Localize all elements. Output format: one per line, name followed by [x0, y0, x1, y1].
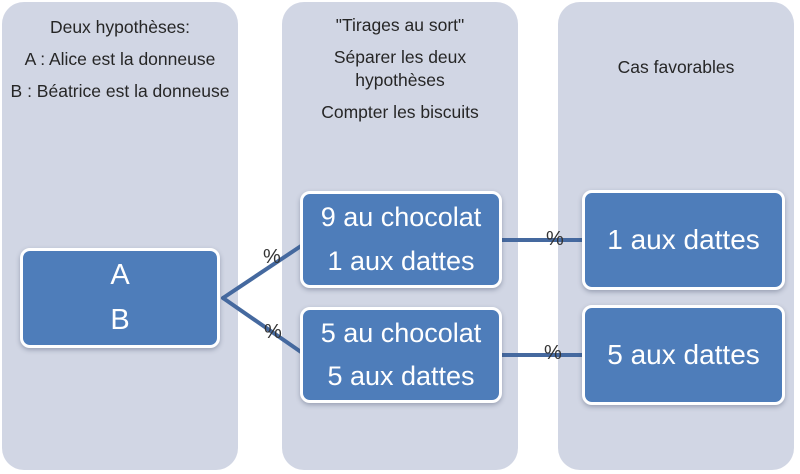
node-alice-chocolat: 9 au chocolat [320, 202, 482, 233]
node-beatrice-biscuits: 5 au chocolat 5 aux dattes [300, 307, 502, 403]
tirages-title: "Tirages au sort" [335, 15, 465, 35]
tirages-subtitle-compter: Compter les biscuits [321, 102, 479, 123]
node-beatrice-chocolat: 5 au chocolat [320, 318, 482, 348]
node-favorable-alice-label: 1 aux dattes [607, 224, 760, 255]
panel-hypotheses: Deux hypothèses: A : Alice est la donneu… [2, 2, 238, 470]
node-favorable-beatrice: 5 aux dattes [582, 305, 785, 405]
probability-label-a-favorable: % [546, 228, 564, 250]
probability-label-a-split: % [263, 246, 281, 268]
node-alice-dattes: 1 aux dattes [327, 245, 475, 276]
node-favorable-alice: 1 aux dattes [582, 190, 785, 290]
node-beatrice-dattes: 5 aux dattes [327, 361, 475, 391]
tirages-subtitle-separer: Séparer les deux hypothèses [333, 47, 467, 91]
node-ab-line-b: B [110, 304, 130, 336]
hypotheses-title: Deux hypothèses: [49, 17, 191, 37]
node-alice-biscuits: 9 au chocolat 1 aux dattes [300, 191, 502, 288]
probability-label-b-favorable: % [544, 342, 562, 364]
node-hypotheses-ab: A B [20, 248, 220, 348]
cas-favorables-title: Cas favorables [617, 57, 735, 77]
probability-label-b-split: % [264, 321, 282, 343]
node-favorable-beatrice-label: 5 aux dattes [607, 339, 760, 370]
connector-b-split-line [221, 296, 303, 354]
hypothesis-b-text: B : Béatrice est la donneuse [10, 81, 230, 102]
node-ab-line-a: A [110, 259, 130, 291]
hypothesis-a-text: A : Alice est la donneuse [24, 49, 216, 70]
connector-a-split-line [221, 244, 303, 300]
